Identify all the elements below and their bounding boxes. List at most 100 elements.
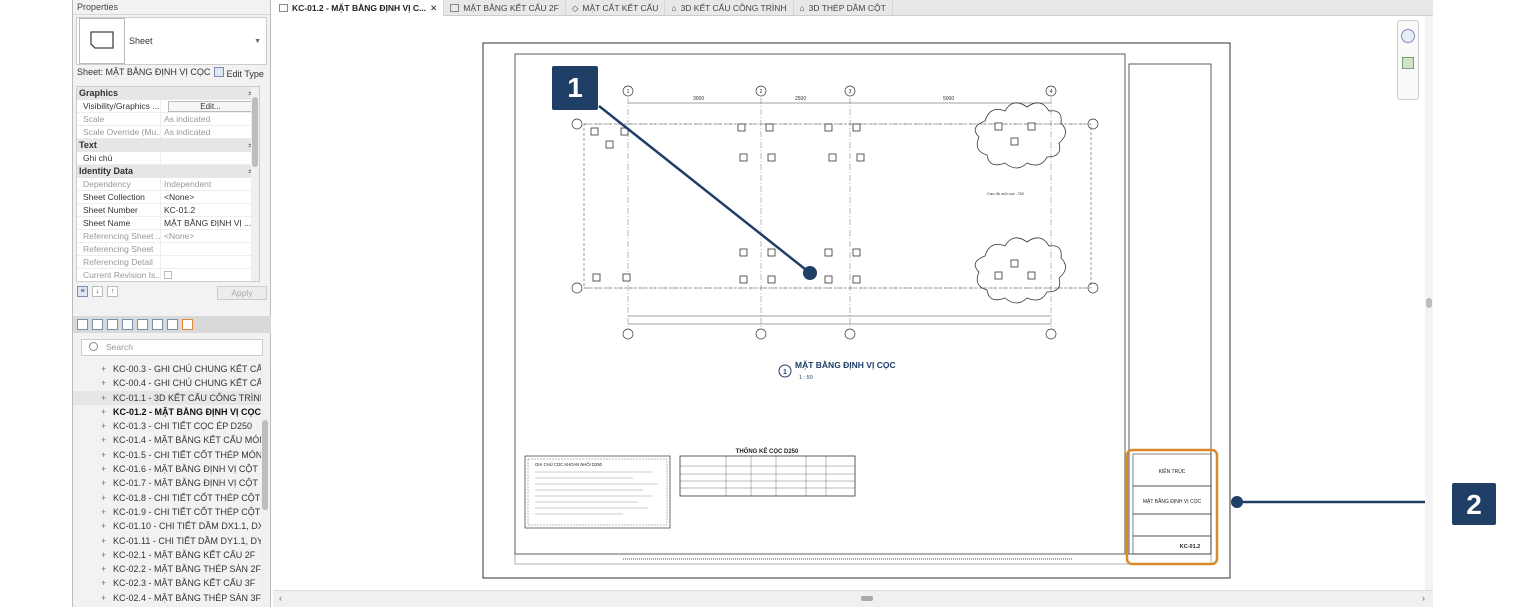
tree-item[interactable]: KC-01.1 - 3D KẾT CẤU CÔNG TRÌNH [73,390,263,405]
tree-item[interactable]: KC-02.3 - MẶT BẰNG KẾT CẤU 3F [73,576,263,591]
tab-3d-thep[interactable]: ⌂3D THÉP DẦM CỘT [794,0,893,16]
prop-row: Referencing Sheet [77,243,259,256]
prop-row[interactable]: Sheet Collection<None> [77,191,259,204]
properties-title: Properties [73,0,270,15]
sheet-drawing: 3000 2500 5000 1 2 3 4 [482,42,1453,579]
canvas-horizontal-scrollbar[interactable]: ‹ › [273,590,1433,607]
tree-item[interactable]: KC-01.5 - CHI TIẾT CỐT THÉP MÓNG [73,448,263,463]
checkbox[interactable] [164,271,172,279]
callout-badge-2: 2 [1452,483,1496,525]
dim-text: 5000 [943,96,954,102]
callout-badge-1: 1 [552,66,598,110]
tree-item[interactable]: KC-01.3 - CHI TIẾT CỌC ÉP D250 [73,419,263,434]
close-icon[interactable]: ✕ [430,3,438,13]
prop-value[interactable]: MẶT BẰNG ĐỊNH VỊ ... [164,218,252,228]
prop-row: Visibility/Graphics ...Edit... [77,100,259,113]
search-icon [89,342,98,351]
search-placeholder: Search [106,342,133,352]
group-identity-data[interactable]: Identity Data≈ [77,165,259,178]
sort-descending-icon[interactable]: ↑ [107,286,118,297]
tree-item-label: KC-01.8 - CHI TIẾT CỐT THÉP CỘT [113,492,261,503]
tree-item[interactable]: KC-01.6 - MẶT BẰNG ĐỊNH VỊ CỘT [73,462,263,477]
views-icon[interactable] [92,319,103,330]
tree-item-label: KC-01.9 - CHI TIẾT CỐT THÉP CỘT [113,506,261,517]
tree-item[interactable]: KC-01.11 - CHI TIẾT DẦM DY1.1, DY1... [73,534,263,549]
instance-selector[interactable]: Sheet: MẶT BẰNG ĐỊNH VỊ CỌC ▼ [77,67,220,77]
prop-value [161,256,259,268]
tree-item-label: KC-01.4 - MẶT BẰNG KẾT CẤU MÓNG [113,435,263,446]
scroll-thumb[interactable] [262,420,268,510]
tab-kc-01-2[interactable]: KC-01.2 - MẶT BẰNG ĐỊNH VỊ C...✕ [273,0,445,16]
tab-3d-ket-cau[interactable]: ⌂3D KẾT CẤU CÔNG TRÌNH [665,0,794,16]
chevron-down-icon[interactable]: ▼ [254,38,261,45]
collapse-icon[interactable]: ≈ [249,139,253,152]
tree-item[interactable]: KC-01.4 - MẶT BẰNG KẾT CẤU MÓNG [73,433,263,448]
families-icon[interactable] [137,319,148,330]
scroll-thumb[interactable] [1426,298,1432,308]
prop-value[interactable] [161,152,259,164]
tree-item[interactable]: KC-01.8 - CHI TIẾT CỐT THÉP CỘT [73,491,263,506]
tree-item[interactable]: KC-00.3 - GHI CHÚ CHUNG KẾT CẤU [73,362,263,377]
sheets-icon[interactable] [107,319,118,330]
group-text[interactable]: Text≈ [77,139,259,152]
properties-toolbar: ≡ ↓ ↑ [77,286,118,300]
steering-wheel-icon[interactable] [1401,29,1415,43]
tree-item[interactable]: KC-02.1 - MẶT BẰNG KẾT CẤU 2F [73,548,263,563]
scroll-right-icon[interactable]: › [1422,593,1425,603]
prop-key: Sheet Number [77,204,161,216]
groups-icon[interactable] [152,319,163,330]
drawing-canvas[interactable]: 3000 2500 5000 1 2 3 4 [273,16,1453,590]
canvas-vertical-scrollbar[interactable] [1425,16,1433,590]
schedule-icon[interactable] [122,319,133,330]
tree-item[interactable]: KC-02.2 - MẶT BẰNG THÉP SÀN 2F [73,562,263,577]
home-icon[interactable] [77,319,88,330]
prop-value: As indicated [164,127,211,137]
sort-ascending-icon[interactable]: ↓ [92,286,103,297]
scroll-thumb[interactable] [861,596,873,601]
revit-window: Properties Sheet ▼ Sheet: MẶT BẰNG ĐỊNH … [72,0,1453,607]
grid-label: 2 [760,89,763,95]
prop-value[interactable]: KC-01.2 [164,205,196,215]
prop-value [161,243,259,255]
view-scale: 1 : 50 [799,375,813,381]
tab-mat-bang-ket-cau-2f[interactable]: MẶT BẰNG KẾT CẤU 2F [444,0,566,16]
tree-item[interactable]: KC-00.4 - GHI CHÚ CHUNG KẾT CẤU [73,376,263,391]
view-number: 1 [783,369,787,376]
grid-label: 4 [1050,89,1053,95]
collapse-icon[interactable]: ≈ [249,165,253,178]
dim-text: 2500 [795,96,806,102]
prop-row[interactable]: Ghi chú [77,152,259,165]
categorize-icon[interactable]: ≡ [77,286,88,297]
prop-row: Referencing Detail [77,256,259,269]
apply-button[interactable]: Apply [217,286,267,300]
tree-item-active[interactable]: KC-01.2 - MẶT BẰNG ĐỊNH VỊ CỌC [73,405,263,420]
collapse-icon[interactable]: ≈ [249,87,253,100]
links-icon[interactable] [167,319,178,330]
tree-item-label: KC-01.10 - CHI TIẾT DẦM DX1.1, DX1... [113,521,263,532]
properties-scrollbar[interactable] [251,87,259,281]
tb-sheet-name: MẶT BẰNG ĐỊNH VỊ CỌC [1143,497,1202,505]
tab-mat-cat-ket-cau[interactable]: ◇MẶT CẮT KẾT CẤU [566,0,666,16]
scroll-thumb[interactable] [252,97,258,167]
tree-item[interactable]: KC-01.9 - CHI TIẾT CỐT THÉP CỘT [73,505,263,520]
navigation-bar[interactable] [1397,20,1419,100]
group-graphics[interactable]: Graphics≈ [77,87,259,100]
browser-scrollbar[interactable] [261,362,269,607]
edit-type-button[interactable]: Edit Type [214,67,264,79]
browser-search-input[interactable]: Search [81,339,263,356]
prop-value[interactable]: <None> [164,192,195,202]
tree-item[interactable]: KC-01.7 - MẶT BẰNG ĐỊNH VỊ CỘT [73,476,263,491]
zoom-icon[interactable] [1402,57,1414,69]
type-label: Sheet [129,36,153,46]
type-selector[interactable]: Sheet ▼ [76,17,267,65]
scroll-left-icon[interactable]: ‹ [279,593,282,603]
link-chain-icon[interactable] [182,319,193,330]
table-title: THỐNG KÊ CỌC D250 [736,447,799,455]
tree-item[interactable]: KC-02.4 - MẶT BẰNG THÉP SÀN 3F [73,591,263,606]
view-tabs: KC-01.2 - MẶT BẰNG ĐỊNH VỊ C...✕ MẶT BẰN… [273,0,1433,16]
edit-visibility-button[interactable]: Edit... [168,101,253,112]
tree-item[interactable]: KC-01.10 - CHI TIẾT DẦM DX1.1, DX1... [73,519,263,534]
